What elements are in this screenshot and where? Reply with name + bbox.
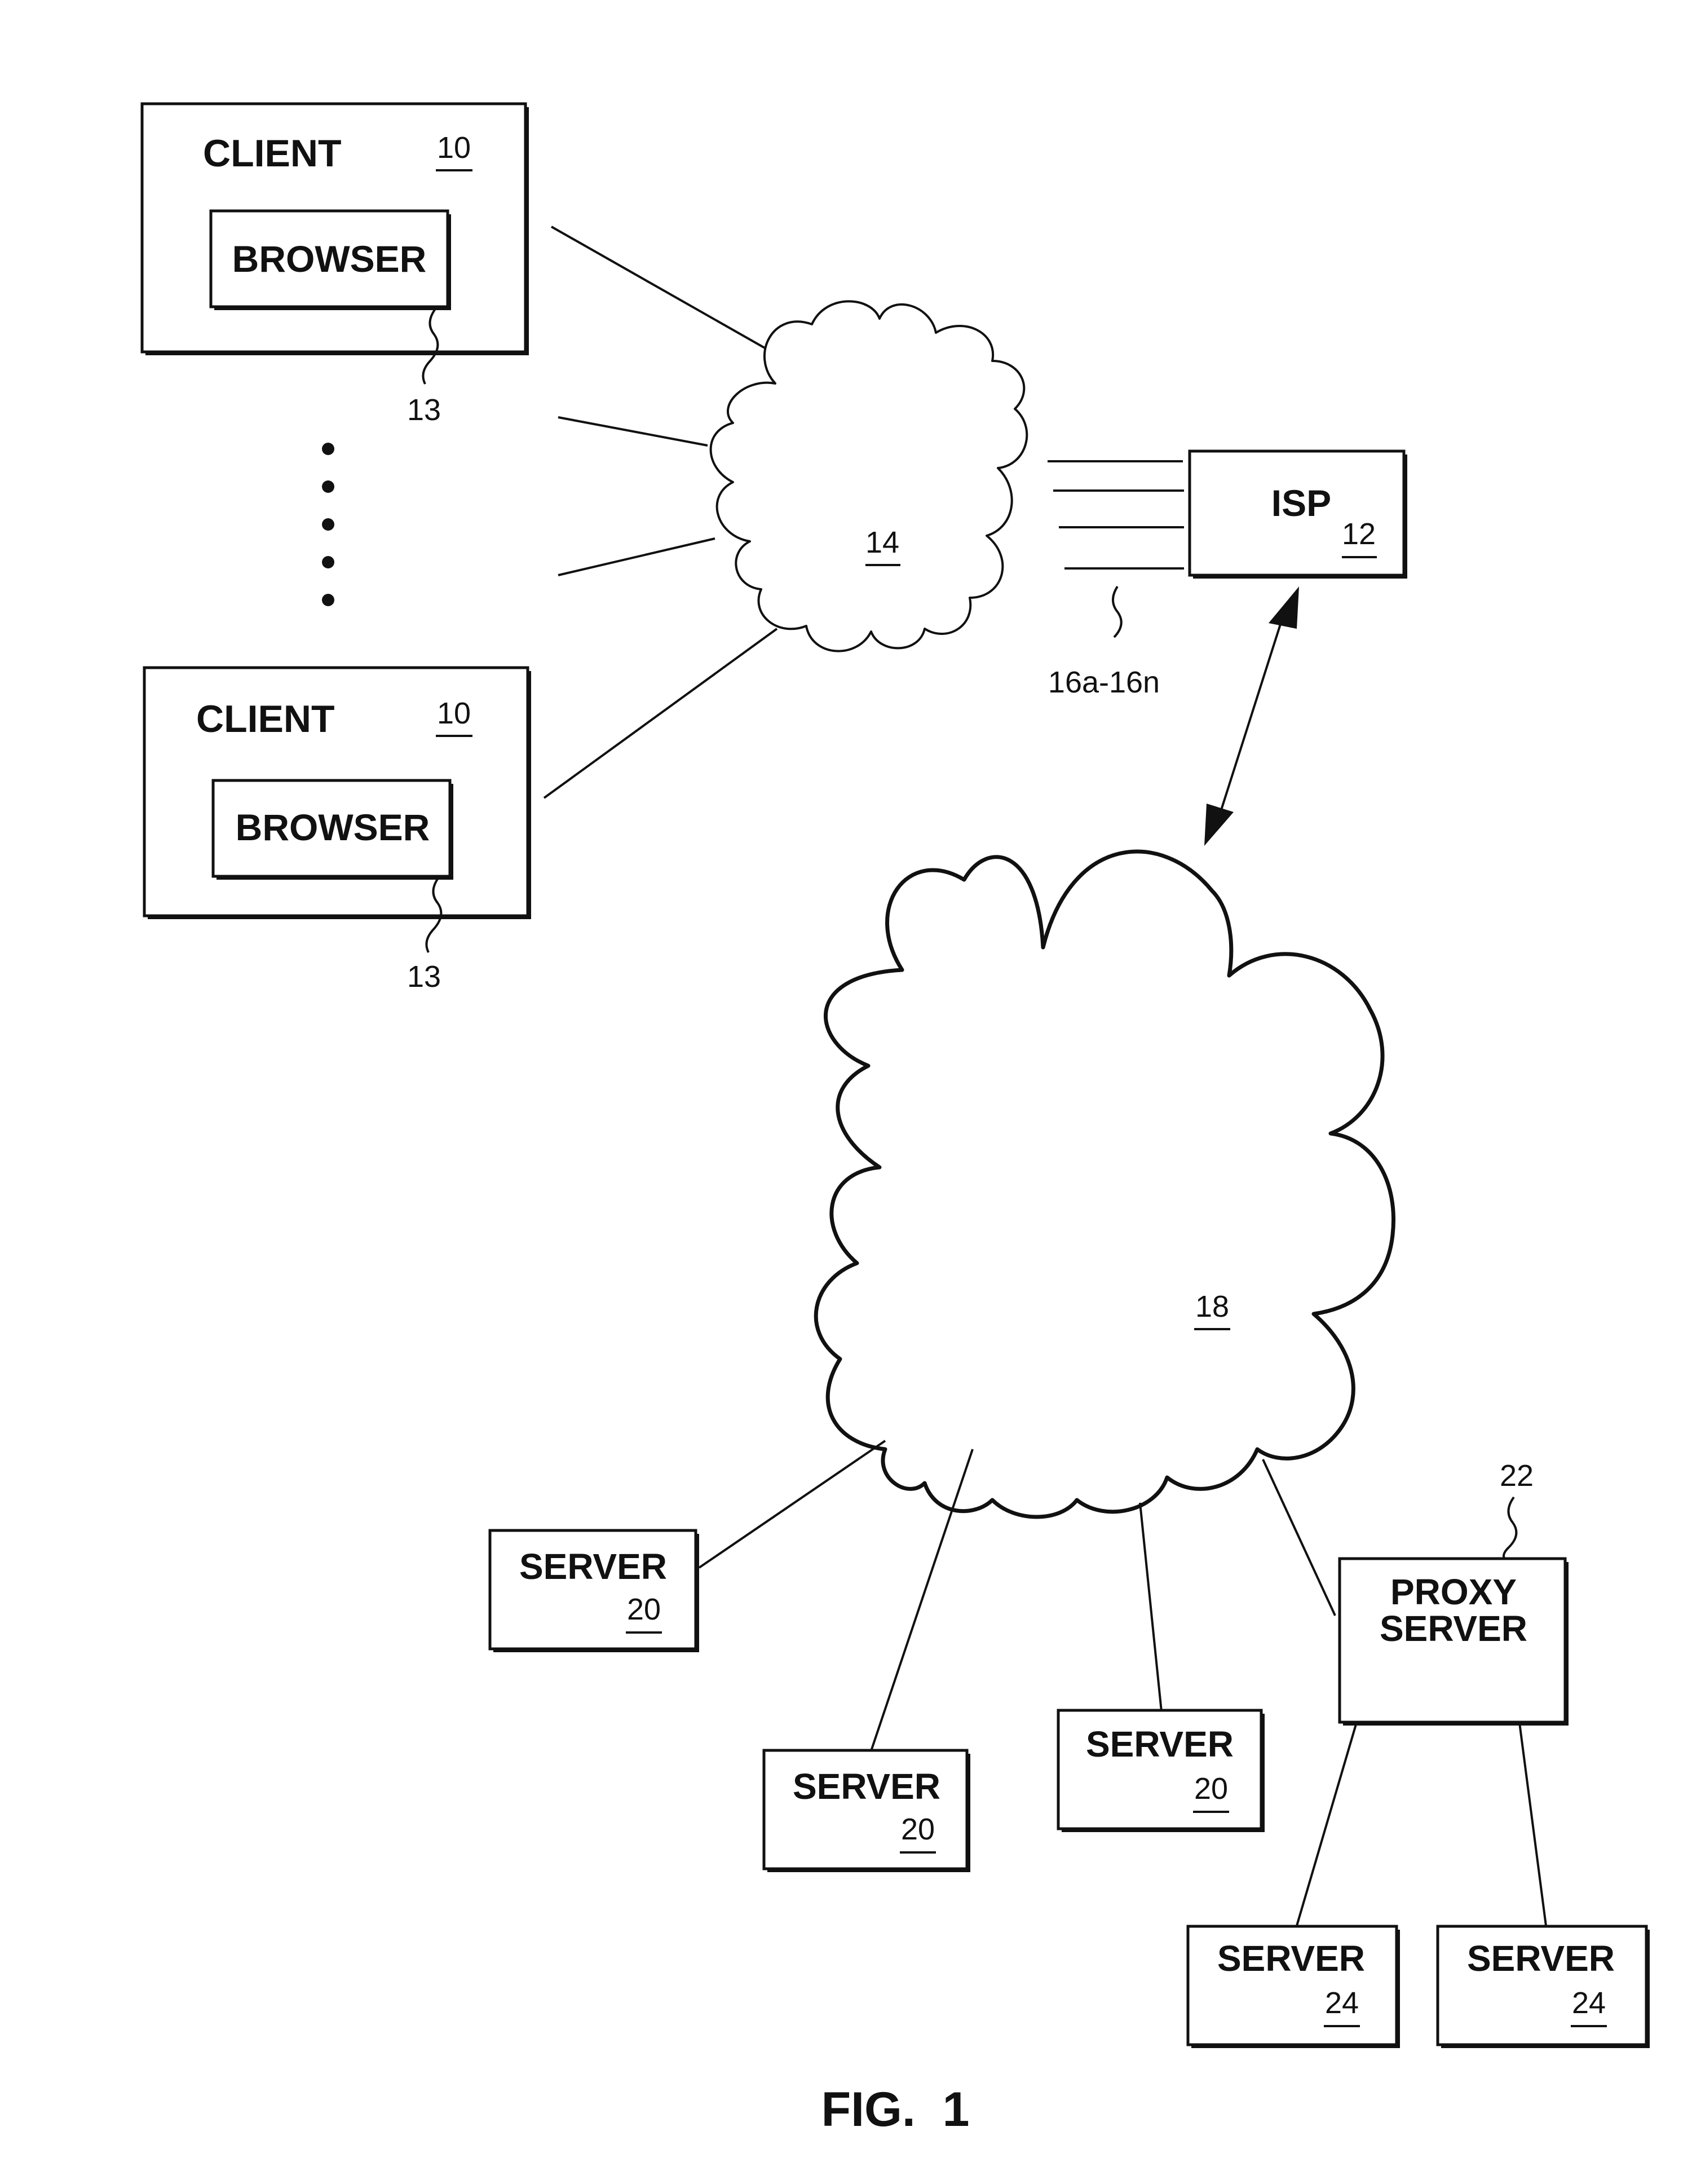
links-16a-16n: 16a-16n [1048, 461, 1184, 699]
server-c-label: SERVER [1086, 1724, 1234, 1764]
server-e: SERVER 24 [1438, 1926, 1650, 2048]
network-18-ref: 18 [1195, 1290, 1229, 1323]
links-ref: 16a-16n [1048, 665, 1160, 699]
server-b: SERVER 20 [764, 1750, 970, 1872]
server-a-ref: 20 [627, 1592, 661, 1626]
server-d-label: SERVER [1217, 1938, 1365, 1979]
isp-label: ISP [1271, 482, 1331, 524]
server-d: SERVER 24 [1188, 1926, 1400, 2048]
server-b-ref: 20 [901, 1812, 935, 1846]
proxy-label-line1: PROXY [1390, 1572, 1517, 1612]
proxy-ref: 22 [1500, 1459, 1534, 1493]
server-d-ref: 24 [1325, 1986, 1359, 2020]
isp-node: ISP 12 [1190, 451, 1407, 579]
network-cloud-18: 18 [816, 851, 1393, 1517]
server-e-ref: 24 [1572, 1986, 1606, 2020]
client-bottom-ref: 10 [437, 696, 471, 730]
browser-top-ref: 13 [407, 393, 441, 427]
isp-network-arrow [1204, 586, 1299, 846]
browser-top: BROWSER [211, 211, 451, 310]
proxy-label-line2: SERVER [1380, 1608, 1527, 1649]
server-c: SERVER 20 [1058, 1710, 1265, 1832]
server-c-ref: 20 [1194, 1772, 1228, 1806]
server-a-label: SERVER [519, 1546, 667, 1587]
server-b-label: SERVER [793, 1766, 940, 1807]
proxy-leader [1504, 1497, 1516, 1559]
browser-bottom-label: BROWSER [236, 806, 430, 848]
server-a: SERVER 20 [490, 1530, 699, 1652]
browser-top-label: BROWSER [232, 238, 427, 280]
browser-bottom-ref: 13 [407, 960, 441, 994]
client-top-label: CLIENT [203, 132, 342, 175]
client-bottom-label: CLIENT [196, 698, 335, 740]
client-bottom: CLIENT 10 BROWSER 13 [144, 668, 531, 994]
client-top-ref: 10 [437, 131, 471, 165]
proxy-server: PROXY SERVER 22 [1340, 1459, 1569, 1726]
browser-bottom: BROWSER [213, 780, 453, 880]
server-e-label: SERVER [1467, 1938, 1615, 1979]
links-leader [1113, 586, 1121, 637]
more-clients-ellipsis [322, 443, 334, 606]
isp-ref: 12 [1342, 517, 1376, 551]
client-top: CLIENT 10 BROWSER 13 [142, 104, 529, 427]
network-14-ref: 14 [865, 526, 899, 559]
network-cloud-14: 14 [711, 301, 1027, 651]
figure-caption: FIG. 1 [821, 2082, 970, 2137]
